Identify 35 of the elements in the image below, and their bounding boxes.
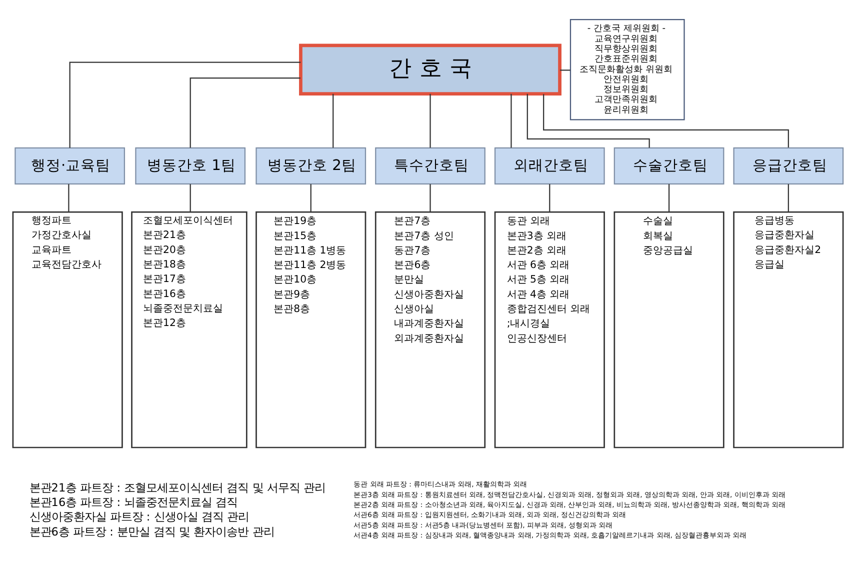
node-box: 본관7층 본관7층 성인 동관7층 본관6층 분만실 신생아중환자실 신생아실 내과계중환자실 외과계중환자실 [374, 210, 486, 448]
connector [549, 184, 550, 212]
label: 본관6층 파트장 : 분만실 겸직 및 환자이송반 관리 [29, 524, 274, 538]
connector [543, 94, 789, 147]
label: 본관21층 파트장 : 조혈모세포이식센터 겸직 및 서무직 관리 [29, 480, 326, 494]
connector [430, 93, 431, 148]
connector [68, 184, 70, 212]
connector [526, 93, 650, 148]
connector [668, 184, 670, 212]
node-box: 병동간호 1팀 [135, 146, 246, 184]
node-box: 병동간호 2팀 [256, 146, 366, 184]
connector [430, 184, 431, 212]
connector [560, 69, 570, 70]
node-box: 행정·교육팀 [14, 146, 126, 184]
node-box: 행정파트 가정간호사실 교육파트 교육전담간호사 [12, 210, 123, 448]
connector [332, 93, 334, 148]
connector [788, 184, 789, 212]
connector [190, 184, 191, 212]
connector [190, 77, 300, 148]
node-box: 조혈모세포이식센터 본관21층 본관20층 본관18층 본관17층 본관16층 뇌졸중전문치료실 본관12층 [131, 210, 248, 448]
node-box: 응급병동 응급중환자실 응급중환자실2 응급실 [733, 210, 844, 448]
connector [69, 61, 301, 148]
node-box: 간 호 국 [299, 43, 562, 96]
connector [310, 184, 312, 212]
node-box: 특수간호팀 [375, 146, 486, 184]
connector [510, 93, 512, 148]
node-box: 본관19층 본관15층 본관11층 1병동 본관11층 2병동 본관10층 본관9층 본관8층 [256, 210, 366, 448]
node-box: 응급간호팀 [733, 146, 844, 184]
node-box: - 간호국 제위원회 - 교육연구위원회 직무향상위원회 간호표준위원회 조직문화활성화 위원회 안전위원회 정보위원회 고객만족위원회 윤리위원회 [570, 18, 685, 120]
label: 본관16층 파트장 : 뇌졸중전문치료실 겸직 [29, 496, 238, 509]
node-box: 수술간호팀 [614, 146, 724, 184]
node-box: 동관 외래 본관3층 외래 본관2층 외래 서관 6층 외래 서관 5층 외래 서관 4층 외래 종합검진센터 외래 ;내시경실 인공신장센터 [494, 210, 605, 448]
label: 신생아중환자실 파트장 : 신생아실 겸직 관리 [29, 510, 249, 524]
node-box: 외래간호팀 [494, 146, 605, 184]
node-box: 수술실 회복실 중앙공급실 [614, 210, 724, 448]
